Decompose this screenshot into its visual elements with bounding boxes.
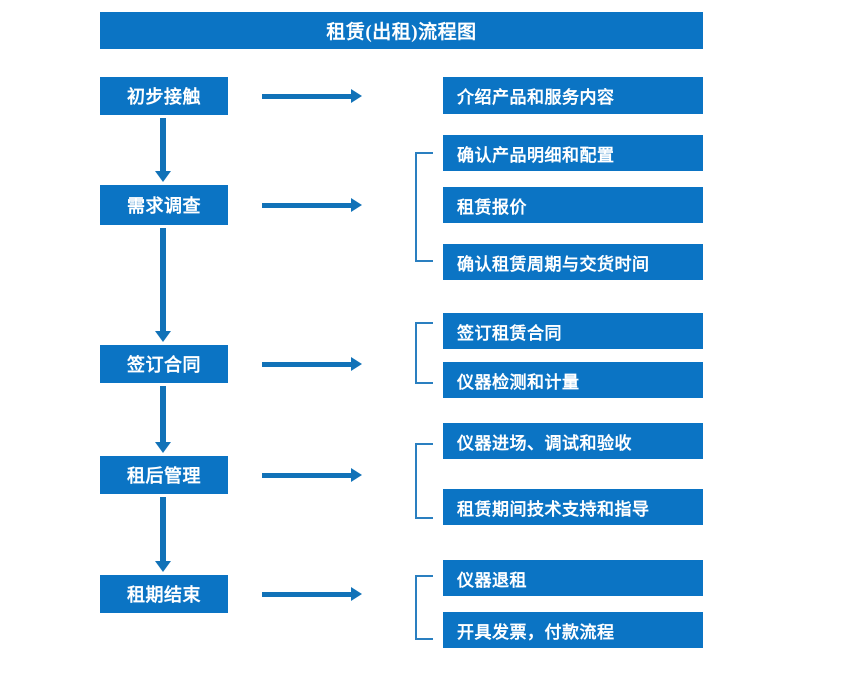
arrow-down-icon-2 <box>155 228 171 342</box>
square-bracket-icon-5 <box>415 575 433 640</box>
detail-box-4-1[interactable]: 仪器进场、调试和验收 <box>443 423 703 459</box>
arrow-down-icon-4 <box>155 497 171 572</box>
stage-box-1[interactable]: 初步接触 <box>100 77 228 115</box>
stage-box-3[interactable]: 签订合同 <box>100 345 228 383</box>
arrow-down-icon-3 <box>155 386 171 453</box>
detail-box-2-1[interactable]: 确认产品明细和配置 <box>443 135 703 171</box>
stage-box-4[interactable]: 租后管理 <box>100 456 228 494</box>
arrow-right-icon-5 <box>262 587 362 601</box>
detail-box-2-3[interactable]: 确认租赁周期与交货时间 <box>443 244 703 280</box>
stage-box-5[interactable]: 租期结束 <box>100 575 228 613</box>
detail-box-2-2[interactable]: 租赁报价 <box>443 187 703 223</box>
detail-box-1-1[interactable]: 介绍产品和服务内容 <box>443 77 703 114</box>
arrow-down-icon-1 <box>155 118 171 182</box>
detail-box-5-2[interactable]: 开具发票，付款流程 <box>443 612 703 648</box>
arrow-right-icon-3 <box>262 357 362 371</box>
arrow-right-icon-1 <box>262 89 362 103</box>
detail-box-4-2[interactable]: 租赁期间技术支持和指导 <box>443 489 703 525</box>
diagram-title: 租赁(出租)流程图 <box>100 12 703 49</box>
arrow-right-icon-2 <box>262 198 362 212</box>
detail-box-5-1[interactable]: 仪器退租 <box>443 560 703 596</box>
detail-box-3-2[interactable]: 仪器检测和计量 <box>443 362 703 398</box>
square-bracket-icon-2 <box>415 152 433 262</box>
square-bracket-icon-3 <box>415 322 433 384</box>
detail-box-3-1[interactable]: 签订租赁合同 <box>443 313 703 349</box>
square-bracket-icon-4 <box>415 443 433 519</box>
arrow-right-icon-4 <box>262 468 362 482</box>
stage-box-2[interactable]: 需求调查 <box>100 185 228 225</box>
